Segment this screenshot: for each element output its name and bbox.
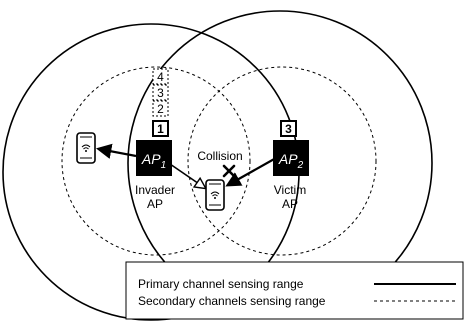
arrow-ap2-to-center-device — [225, 157, 277, 187]
legend-primary-label: Primary channel sensing range — [138, 277, 304, 291]
center-client-phone-icon — [205, 179, 225, 211]
invader-channel-stack: 4 3 2 1 — [152, 68, 169, 137]
arrow-ap1-to-center-device — [169, 163, 205, 188]
secondary-range-circle-victim — [187, 66, 377, 256]
legend: Primary channel sensing range Secondary … — [125, 261, 464, 320]
ap1-label-main: AP — [141, 151, 161, 167]
invader-ap-caption-line1: Invader — [135, 183, 175, 197]
channel-2-label: 2 — [157, 102, 164, 116]
collision-x-icon — [222, 164, 236, 178]
ap1-label-sub: 1 — [161, 160, 167, 171]
channel-3-label: 3 — [157, 86, 164, 100]
secondary-range-circle-invader — [61, 66, 251, 256]
victim-channel-box: 3 — [280, 120, 297, 137]
invader-ap-caption-line2: AP — [147, 197, 163, 211]
channel-3-victim-label: 3 — [285, 122, 292, 136]
legend-box — [125, 261, 464, 320]
invader-ap-node: AP1 — [136, 140, 172, 176]
legend-secondary-label: Secondary channels sensing range — [138, 294, 326, 308]
ap2-label-main: AP — [278, 151, 298, 167]
arrow-ap1-to-left-device — [95, 143, 137, 159]
channel-4-label: 4 — [157, 70, 164, 84]
svg-text:AP2: AP2 — [278, 151, 304, 171]
victim-ap-node: AP2 — [273, 140, 309, 176]
channel-1-label: 1 — [157, 122, 164, 136]
ap2-label-sub: 2 — [297, 160, 304, 171]
collision-label: Collision — [197, 149, 242, 163]
svg-text:AP1: AP1 — [141, 151, 166, 171]
victim-ap-caption-line1: Victim — [274, 183, 306, 197]
victim-ap-caption-line2: AP — [282, 197, 298, 211]
left-client-phone-icon — [76, 132, 96, 164]
